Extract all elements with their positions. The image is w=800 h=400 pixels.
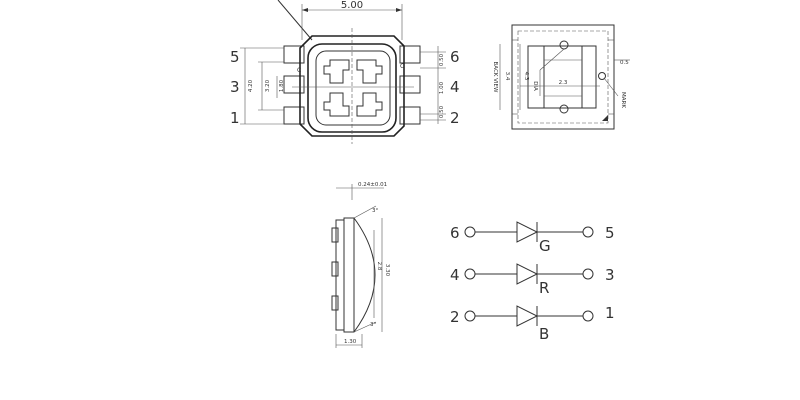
pin-label-5: 5 [230,48,240,66]
back-dim-2: 4.3 [523,72,529,81]
dim-left-3: 1.80 [279,79,285,92]
dim-right-1: 0.50 [439,53,445,66]
schematic-pin-6: 6 [450,224,460,242]
side-angle-bottom: 3° [370,322,376,328]
schematic-pin-5: 5 [605,224,615,242]
svg-text:C: C [400,63,404,70]
pin-label-1: 1 [230,109,240,127]
dim-right-2: 1.00 [439,81,445,94]
schematic-pin-4: 4 [450,266,460,284]
back-pad-label: DIA [532,81,538,91]
side-view: 0.24±0.01 2.8 3.30 3° 3° 1.30 [331,182,390,348]
schematic-pin-1: 1 [605,304,615,322]
schematic-color-b: B [539,325,549,343]
schematic-pin-2: 2 [450,308,460,326]
side-inner-dim: 2.8 [376,262,382,271]
back-view: BACK VIEW 3.4 4.3 2.3 0.5 DIA MARK [492,24,630,130]
back-dim-3: 2.3 [559,80,568,86]
side-height-dim: 3.30 [384,264,390,277]
schematic-pin-3: 3 [605,266,615,284]
pin-label-6: 6 [450,48,460,66]
back-callout: MARK [620,92,626,108]
overall-width-label: 5.00 [341,0,363,11]
side-top-dim: 0.24±0.01 [358,182,387,188]
side-angle-top: 3° [372,208,378,214]
dim-left-1: 4.20 [248,79,254,92]
schematic-row-green: 6 5 G [450,221,615,255]
pin-label-2: 2 [450,109,460,127]
schematic: 6 5 G 4 3 R 2 [450,221,615,343]
back-dim-4: 0.5 [620,60,629,66]
side-bottom-dim: 1.30 [344,339,357,345]
schematic-color-g: G [539,237,551,255]
schematic-color-r: R [539,279,549,297]
dim-left-2: 3.20 [265,79,271,92]
pin-label-4: 4 [450,78,460,96]
corner-mark: C [297,67,301,74]
top-view: 5.00 C C 4.20 3.20 1.80 [230,0,460,144]
dim-right-3: 0.50 [439,105,445,118]
schematic-row-blue: 2 1 B [450,304,615,343]
schematic-row-red: 4 3 R [450,263,615,297]
pin-label-3: 3 [230,78,240,96]
back-dim-1: 3.4 [504,72,510,81]
back-view-label: BACK VIEW [492,62,498,93]
